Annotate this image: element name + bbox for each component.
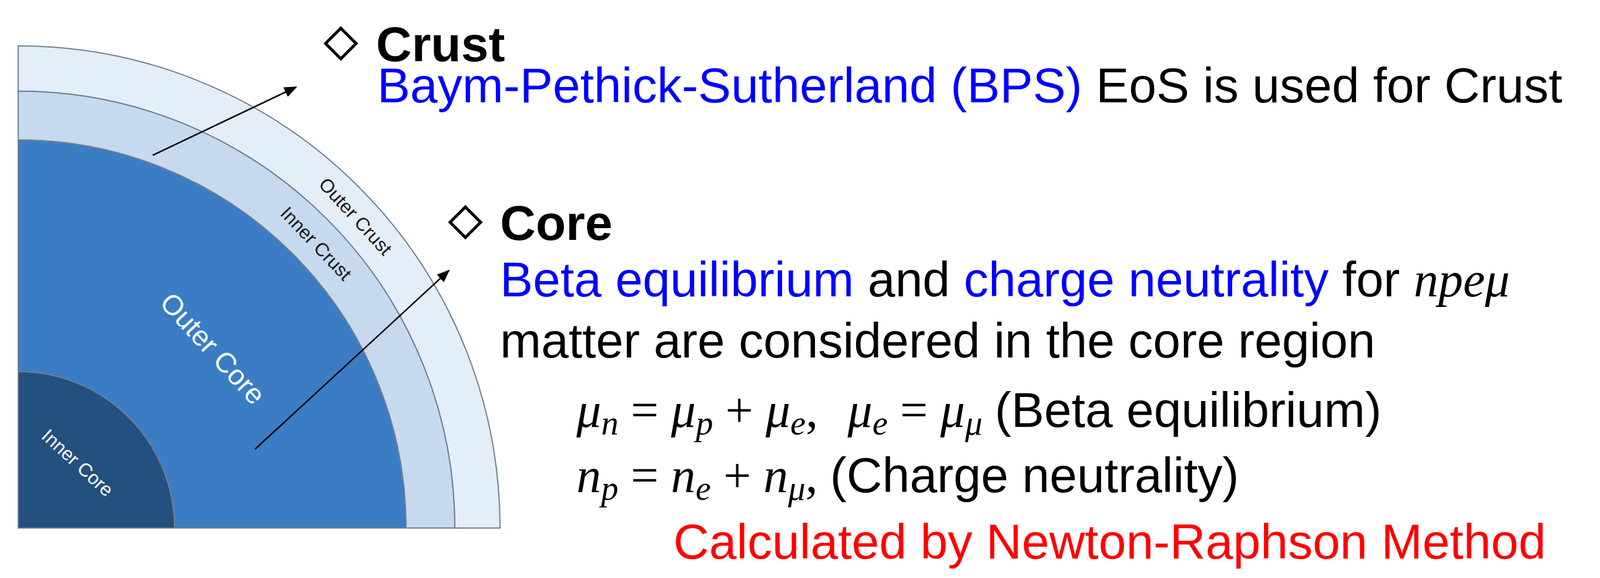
math-symbol: npeμ — [1413, 255, 1510, 305]
highlight-text: charge neutrality — [963, 254, 1329, 304]
bullet-diamond — [450, 206, 481, 238]
body-text: matter are considered in the core region — [500, 315, 1375, 365]
layer-band — [18, 139, 407, 528]
layer-band — [18, 45, 501, 528]
text-line: np = ne + nμ,(Charge neutrality) — [576, 450, 1239, 501]
text-line: Beta equilibrium andcharge neutrality forn… — [500, 254, 1510, 305]
star-layer: Inner Core — [18, 371, 175, 528]
highlight-text: Beta equilibrium — [500, 254, 854, 304]
layer-band — [18, 91, 455, 528]
leader-arrow — [255, 270, 449, 449]
equation-note: (Charge neutrality) — [830, 450, 1240, 500]
layer-shape — [18, 371, 175, 528]
body-text: and — [867, 254, 951, 304]
leader-arrow — [152, 86, 297, 156]
text-line: Baym-Pethick-Sutherland (BPS)EoS is used… — [377, 60, 1563, 110]
bullet-diamond — [325, 28, 357, 59]
layer-band — [18, 371, 175, 528]
highlight-text: Baym-Pethick-Sutherland (BPS) — [377, 60, 1083, 110]
equation-note: (Beta equilibrium) — [994, 384, 1382, 435]
text-line: μn = μp + μe, μe = μμ(Beta equilibrium) — [576, 384, 1382, 435]
section-heading: Core — [500, 198, 613, 248]
equation: np = ne + nμ, — [576, 450, 818, 501]
body-text: for — [1342, 254, 1401, 304]
text-line: Core — [500, 198, 613, 248]
method-note: Calculated by Newton-Raphson Method — [673, 516, 1546, 566]
body-text: EoS is used for Crust — [1095, 60, 1563, 110]
equation: μn = μp + μe, — [576, 385, 818, 435]
equation: μe = μμ — [847, 385, 983, 435]
text-line: matter are considered in the core region — [500, 315, 1375, 365]
text-line: Calculated by Newton-Raphson Method — [673, 516, 1546, 566]
